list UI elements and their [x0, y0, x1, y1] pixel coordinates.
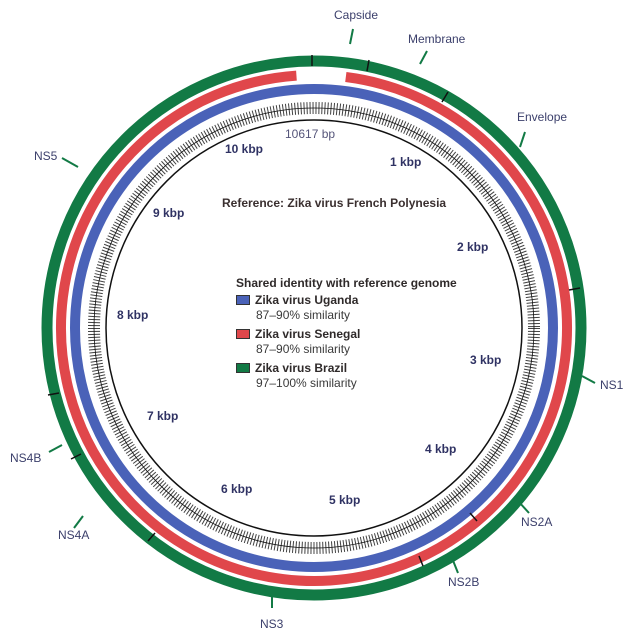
legend-item-label: Zika virus Uganda: [255, 293, 359, 307]
tick-1kbp: 1 kbp: [390, 155, 422, 169]
legend-item-similarity: 87–90% similarity: [256, 342, 351, 356]
brazil-ring: [41, 55, 587, 601]
gene-label-capside: Capside: [334, 8, 379, 22]
gene-label-ns2a: NS2A: [521, 515, 553, 529]
legend-item-similarity: 97–100% similarity: [256, 376, 357, 390]
legend-item-senegal: Zika virus Senegal: [236, 326, 457, 342]
legend-item-label: Zika virus Senegal: [255, 327, 361, 341]
legend-header: Shared identity with reference genome: [236, 276, 457, 290]
tick-7kbp: 7 kbp: [147, 409, 179, 423]
brazil-swatch: [236, 363, 250, 373]
gene-label-ns5: NS5: [34, 149, 58, 163]
skew-baseline: [93, 107, 535, 549]
tick-2kbp: 2 kbp: [457, 240, 489, 254]
tick-5kbp: 5 kbp: [329, 493, 361, 507]
legend-item-label: Zika virus Brazil: [255, 361, 348, 375]
reference-title: Reference: Zika virus French Polynesia: [222, 196, 447, 210]
tick-8kbp: 8 kbp: [117, 308, 149, 322]
legend-item-brazil: Zika virus Brazil: [236, 360, 457, 376]
tick-10kbp: 10 kbp: [225, 142, 264, 156]
senegal-swatch: [236, 329, 250, 339]
legend-item-uganda: Zika virus Uganda: [236, 292, 457, 308]
gene-label-ns4b: NS4B: [10, 451, 42, 465]
tick-9kbp: 9 kbp: [153, 206, 185, 220]
legend-item-similarity: 87–90% similarity: [256, 308, 351, 322]
reference-circle: [105, 119, 523, 537]
uganda-swatch: [236, 295, 250, 305]
genome-length-label: 10617 bp: [285, 127, 336, 141]
gene-label-membrane: Membrane: [408, 32, 466, 46]
gene-label-ns4a: NS4A: [58, 528, 90, 542]
tick-6kbp: 6 kbp: [221, 482, 253, 496]
legend: Shared identity with reference genome Zi…: [236, 276, 457, 394]
gene-boundaries: [47, 55, 581, 567]
gene-label-envelope: Envelope: [517, 110, 568, 124]
tick-3kbp: 3 kbp: [470, 353, 502, 367]
gene-label-ns3: NS3: [260, 617, 284, 631]
gene-leader-lines: [48, 28, 596, 608]
tick-4kbp: 4 kbp: [425, 442, 457, 456]
senegal-ring: [56, 69, 572, 586]
uganda-ring: [70, 84, 558, 572]
gene-label-ns1: NS1: [600, 378, 624, 392]
gene-label-ns2b: NS2B: [448, 575, 480, 589]
